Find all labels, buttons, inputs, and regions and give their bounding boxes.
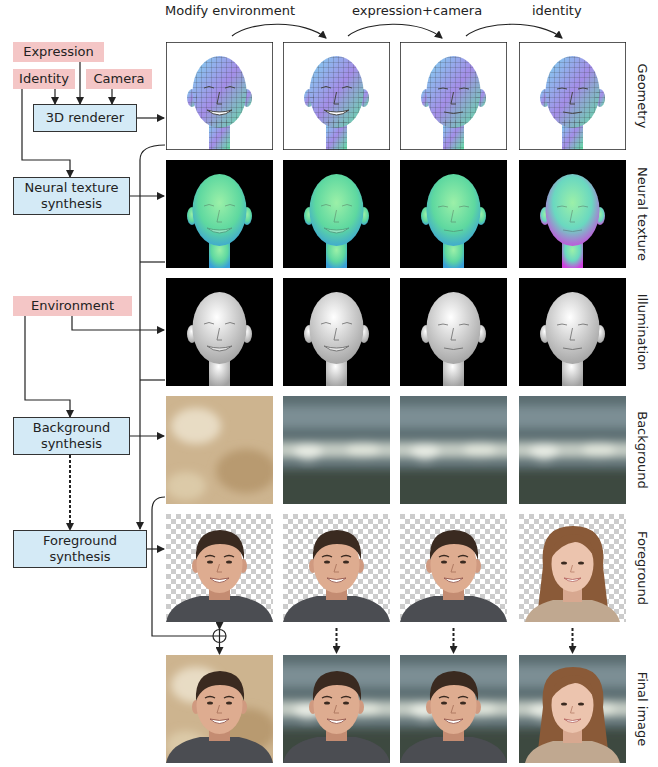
connector-arrow bbox=[79, 62, 80, 104]
flow-line bbox=[72, 118, 573, 654]
connector-arrow bbox=[111, 89, 112, 104]
transition-label: identity bbox=[532, 3, 582, 19]
box-label: 3D renderer bbox=[46, 110, 124, 126]
connector-arrow bbox=[54, 89, 55, 104]
connector-arrow bbox=[69, 455, 71, 530]
box-label: Identity bbox=[19, 71, 69, 87]
row-label: Neural texture bbox=[634, 167, 650, 261]
box-label: Foreground synthesis bbox=[18, 533, 142, 564]
row-label: Geometry bbox=[634, 64, 650, 129]
foreground-panels bbox=[166, 514, 626, 622]
process-box: 3D renderer bbox=[33, 104, 137, 132]
box-label: Camera bbox=[93, 71, 144, 87]
connector-arrow bbox=[22, 89, 70, 177]
input-box: Expression bbox=[13, 42, 104, 62]
final-image-panels bbox=[166, 655, 636, 767]
transition-label: expression+camera bbox=[352, 3, 482, 19]
sum-symbol bbox=[213, 630, 226, 643]
input-box: Identity bbox=[13, 69, 75, 89]
row-label: Background bbox=[634, 411, 650, 489]
input-box: Environment bbox=[13, 296, 132, 316]
connector-arrow bbox=[25, 316, 70, 417]
geometry-panels bbox=[166, 42, 626, 150]
row-label: Final image bbox=[634, 672, 650, 747]
box-label: Expression bbox=[23, 44, 94, 60]
transition-arrow bbox=[232, 24, 562, 38]
process-box: Foreground synthesis bbox=[13, 530, 147, 568]
transition-label: Modify environment bbox=[165, 3, 295, 19]
box-label: Background synthesis bbox=[18, 420, 125, 451]
process-box: Background synthesis bbox=[13, 417, 130, 455]
box-label: Environment bbox=[31, 298, 114, 314]
box-label: Neural texture synthesis bbox=[18, 180, 125, 211]
neural-texture-panels bbox=[166, 160, 626, 268]
row-label: Foreground bbox=[634, 531, 650, 605]
illumination-panels bbox=[166, 278, 626, 386]
process-box: Neural texture synthesis bbox=[13, 177, 130, 215]
input-box: Camera bbox=[86, 69, 152, 89]
background-panels bbox=[166, 396, 636, 510]
row-label: Illumination bbox=[634, 294, 650, 371]
